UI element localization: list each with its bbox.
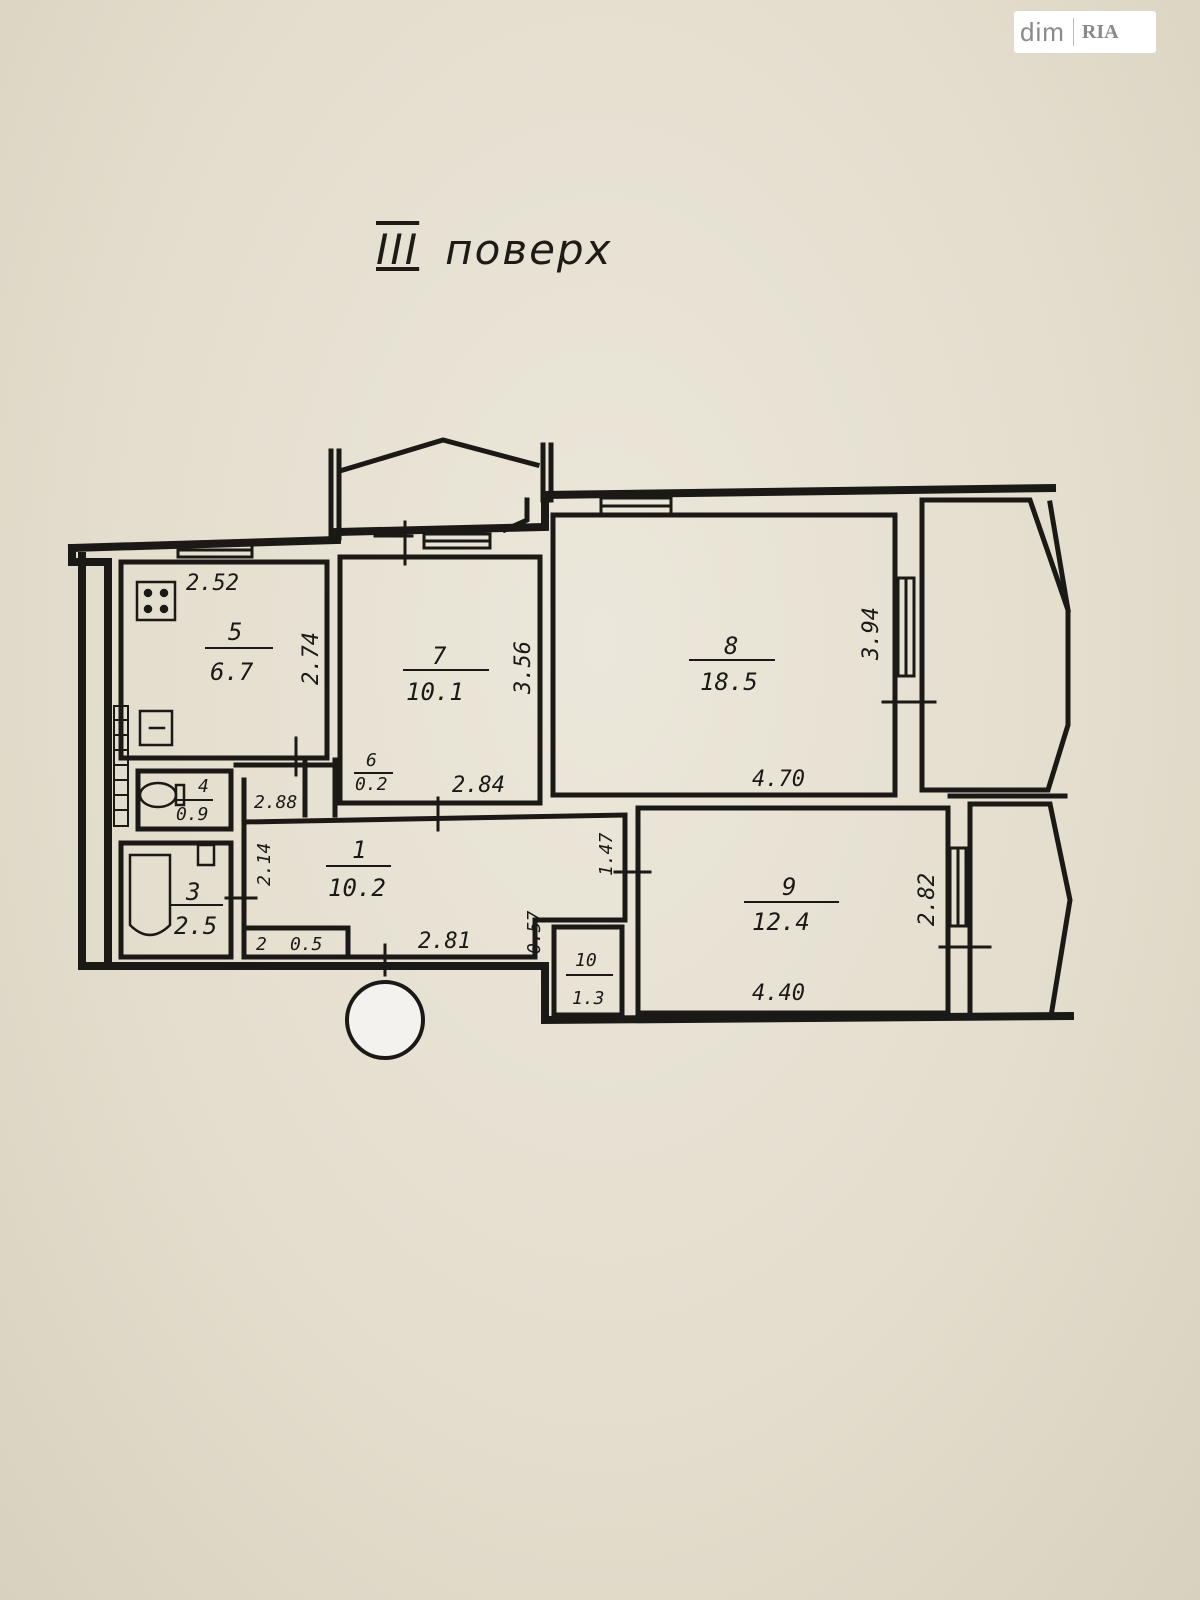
dim-ria-watermark: dim RIA (1014, 11, 1156, 53)
room-3-number: 3 (185, 878, 200, 906)
room-4-number: 4 (198, 776, 209, 797)
entrance-mark (345, 980, 425, 1060)
room-1-number: 1 (352, 836, 366, 864)
windows (176, 496, 968, 928)
watermark-text: dim (1020, 16, 1065, 47)
room-6-area: 0.2 (355, 774, 388, 795)
room-6-number: 6 (366, 750, 377, 771)
room-8-number: 8 (724, 632, 738, 660)
loggias (919, 497, 1073, 1015)
bathtub (128, 843, 216, 937)
room-10-number: 10 (575, 950, 597, 971)
room-3-area: 2.5 (174, 912, 217, 940)
dim-room8-depth: 3.94 (859, 607, 884, 661)
floor-word: поверх (445, 225, 613, 274)
dim-hall-passage: 1.47 (596, 832, 617, 876)
room-7-area: 10.1 (406, 678, 464, 706)
dim-hall-side: 2.14 (254, 843, 275, 886)
room-4-area: 0.9 (176, 804, 209, 825)
room-5-area: 6.7 (210, 658, 254, 686)
room-1-area: 10.2 (328, 874, 386, 902)
dim-kitchen-depth: 2.74 (299, 632, 324, 685)
dim-room8-width: 4.70 (752, 767, 805, 792)
outer-walls (67, 483, 1075, 1025)
fraction-bars (171, 647, 839, 976)
dimension-labels: 2.52 2.74 3.56 3.94 4.70 2.84 2.88 2.14 … (186, 571, 940, 1006)
floor-number: III (376, 225, 420, 274)
dim-room9-width: 4.40 (752, 981, 805, 1006)
bay-window (328, 437, 554, 541)
floor-title: III поверх (376, 225, 612, 274)
room-labels: 5 6.7 7 10.1 8 18.5 9 12.4 1 10.2 3 2.5 … (174, 618, 810, 1009)
dim-kitchen-width: 2.52 (186, 571, 239, 596)
ria-logo: RIA (1081, 20, 1119, 43)
dim-hall-upper: 2.88 (254, 792, 297, 813)
dim-storage-depth: 0.57 (524, 910, 545, 954)
room-2-area: 0.5 (290, 934, 323, 955)
dim-room9-depth: 2.82 (915, 873, 940, 926)
dim-room7-depth: 3.56 (511, 641, 536, 695)
kitchen-sink (138, 709, 174, 747)
toilet (138, 781, 186, 809)
room-10-area: 1.3 (572, 988, 605, 1009)
room-9-number: 9 (782, 873, 796, 901)
interior-walls (118, 512, 951, 1018)
kitchen-stove (135, 580, 177, 622)
dim-hall-width: 2.81 (418, 929, 471, 954)
watermark-divider (1072, 18, 1074, 46)
room-5-number: 5 (228, 618, 242, 646)
room-8-area: 18.5 (700, 668, 758, 696)
dim-room7-width: 2.84 (452, 773, 505, 798)
door-marks (224, 520, 992, 977)
room-7-number: 7 (432, 642, 447, 670)
room-2-number: 2 (256, 934, 267, 955)
room-9-area: 12.4 (752, 908, 810, 936)
radiator (113, 705, 129, 827)
